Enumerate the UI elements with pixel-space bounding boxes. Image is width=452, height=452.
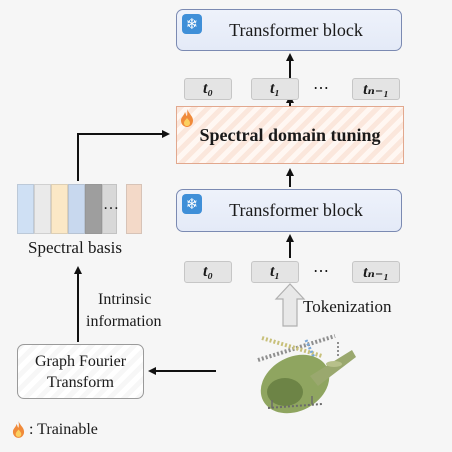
- spectral-tuning-label: Spectral domain tuning: [199, 124, 381, 145]
- token-t1-top: t₁: [251, 78, 299, 100]
- snowflake-icon: ❄: [182, 194, 202, 214]
- token-t1-bottom: t₁: [251, 261, 299, 283]
- gft-line2: Transform: [47, 373, 114, 391]
- spectral-basis-column: [34, 184, 51, 234]
- flame-icon: [181, 109, 193, 127]
- token-t0-bottom: t₀: [184, 261, 232, 283]
- tokenization-arrow: [274, 283, 306, 327]
- gft-line1: Graph Fourier: [34, 352, 127, 370]
- helicopter-point-cloud: [257, 334, 356, 414]
- spectral-basis-column: [85, 184, 102, 234]
- arrow-basis-to-tuning: [77, 130, 170, 181]
- transformer-block-top-label: Transformer block: [229, 19, 363, 40]
- token-tn-top: tₙ₋₁: [352, 78, 400, 100]
- spectral-basis-column: [68, 184, 85, 234]
- token-tn-bottom: tₙ₋₁: [352, 261, 400, 283]
- token-ellipsis-top: ⋯: [313, 80, 329, 97]
- transformer-block-lower-label: Transformer block: [229, 200, 363, 220]
- intrinsic-info-line2: information: [86, 313, 162, 330]
- transformer-block-lower: ❄ Transformer block: [176, 189, 402, 232]
- spectral-basis-label: Spectral basis: [28, 238, 122, 257]
- spectral-basis-column: [102, 184, 117, 234]
- token-t0-top: t₀: [184, 78, 232, 100]
- token-ellipsis-bottom: ⋯: [313, 263, 329, 280]
- spectral-basis-column: [126, 184, 142, 234]
- legend-flame-icon: [12, 421, 25, 438]
- intrinsic-info-line1: Intrinsic: [98, 291, 152, 308]
- snowflake-icon: ❄: [182, 14, 202, 34]
- legend-trainable-label: : Trainable: [29, 421, 98, 438]
- spectral-basis-column: [51, 184, 68, 234]
- graph-fourier-transform: Graph Fourier Transform: [17, 344, 144, 399]
- spectral-basis-ellipsis: …: [103, 196, 119, 213]
- spectral-basis-column: [17, 184, 34, 234]
- tokenization-label: Tokenization: [303, 297, 392, 316]
- spectral-domain-tuning: Spectral domain tuning: [176, 106, 404, 164]
- transformer-block-top: ❄ Transformer block: [176, 9, 402, 51]
